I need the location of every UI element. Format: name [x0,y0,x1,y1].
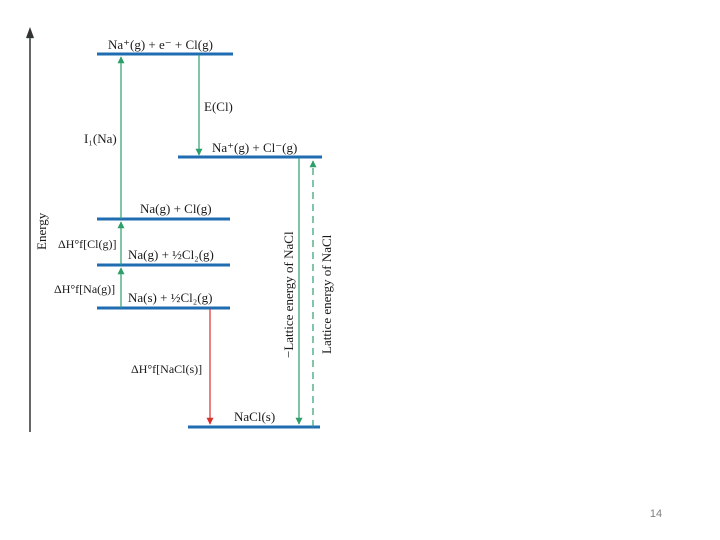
level-label-top: Na⁺(g) + e⁻ + Cl(g) [108,37,213,52]
energy-axis-label: Energy [34,212,49,250]
level-label-atoms: Na(g) + Cl(g) [140,201,212,216]
level-label-na-solid: Na(s) + ½Cl₂(g) [128,290,212,305]
level-label-na-gas: Na(g) + ½Cl₂(g) [128,247,214,262]
level-label-nacl: NaCl(s) [234,409,275,424]
step-label-electron-affinity: E(Cl) [204,99,233,114]
energy-axis-arrowhead [26,27,34,38]
step-label-hf-nacl: ΔH°f[NaCl(s)] [131,362,202,376]
step-label-hf-cl: ΔH°f[Cl(g)] [58,237,117,251]
step-label-ionization: I₁(Na) [84,131,117,146]
step-label-neg-lattice: −Lattice energy of NaCl [281,231,296,358]
step-label-hf-na: ΔH°f[Na(g)] [54,282,115,296]
level-label-ions: Na⁺(g) + Cl⁻(g) [212,140,297,155]
slide-number: 14 [649,508,663,520]
step-label-lattice: Lattice energy of NaCl [319,234,334,354]
